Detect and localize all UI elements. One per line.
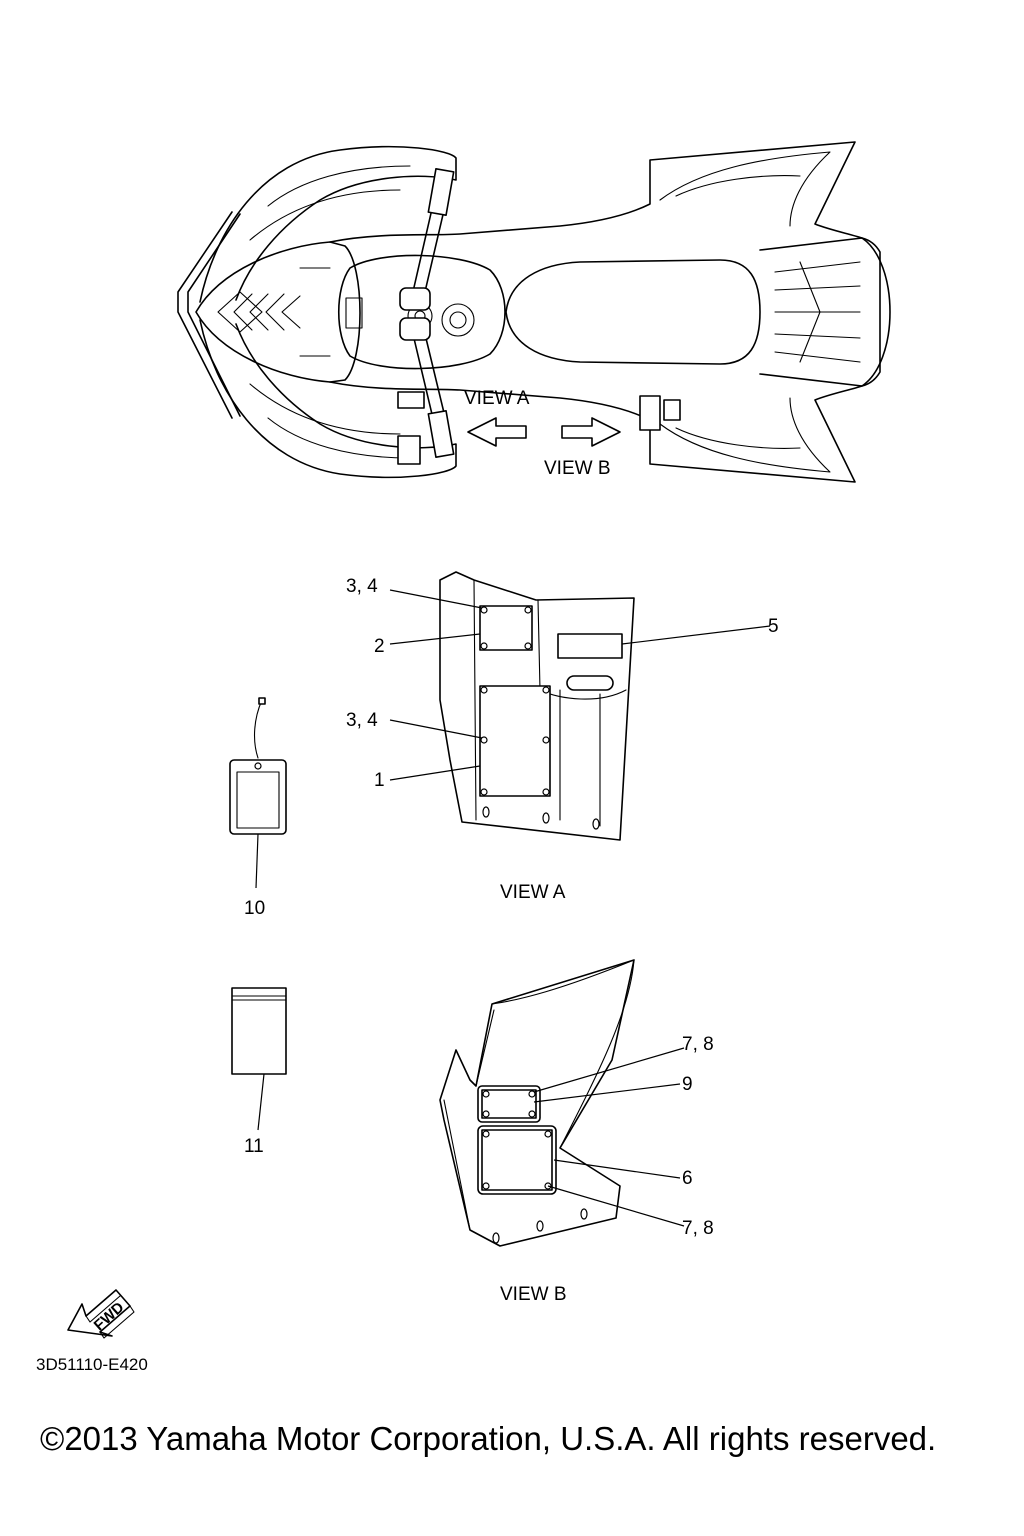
view-a-title: VIEW A [500,882,566,903]
view-b-fender [439,959,635,1247]
callout-9: 9 [682,1074,693,1095]
view-a-arrow [467,417,527,447]
view-b-arrow [561,417,621,447]
callout-2: 2 [374,636,385,657]
callout-11: 11 [244,1136,264,1157]
front-fender-lower [199,319,457,479]
decal-5 [557,633,623,659]
body-panel-top [329,141,863,243]
callout-7-8-top: 7, 8 [682,1034,714,1055]
front-grille [217,267,331,357]
fuel-tank [337,254,506,370]
view-b-title: VIEW B [500,1284,567,1305]
owners-manual: 11 [231,987,287,1157]
view-a-fender [439,571,635,841]
front-fender-upper [199,145,457,303]
rear-rack [759,237,891,387]
body-panel-bottom [329,381,863,483]
callout-3-4-mid: 3, 4 [346,710,378,731]
diagram-code: 3D51110-E420 [36,1355,148,1374]
callout-7-8-bottom: 7, 8 [682,1218,714,1239]
seat [505,259,761,365]
decal-6 [481,1129,553,1191]
decal-1 [479,685,551,797]
copyright-notice: ©2013 Yamaha Motor Corporation, U.S.A. A… [40,1420,936,1457]
callout-10: 10 [244,898,265,919]
callout-6: 6 [682,1168,693,1189]
fwd-arrow-icon: FWD [67,1289,135,1339]
callout-5: 5 [768,616,779,637]
decal-9 [481,1089,537,1119]
view-a-marker: VIEW A [464,388,530,409]
callout-1: 1 [374,770,385,791]
view-b-panel: 7, 8 9 6 7, 8 VIEW B [439,959,714,1305]
front-bumper [177,211,233,419]
view-a-panel: 3, 4 2 5 3, 4 1 VIEW A [346,571,779,903]
hang-tag: 10 [229,697,287,919]
view-b-marker: VIEW B [544,458,611,479]
atv-top-view: VIEW A VIEW B [177,141,891,483]
front-hood [195,241,361,383]
callout-3-4-top: 3, 4 [346,576,378,597]
decal-2 [479,605,533,651]
